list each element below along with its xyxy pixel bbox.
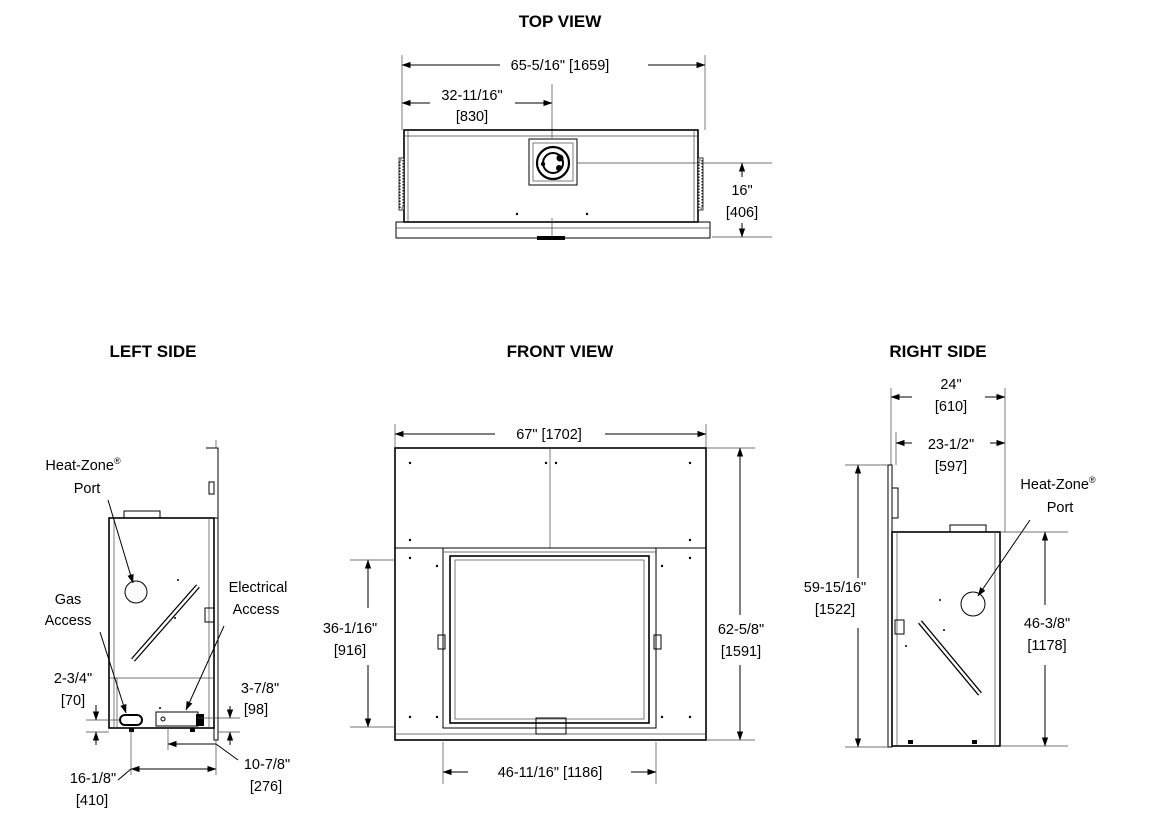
left-side-view: LEFT SIDE Heat-Zone® Port: [45, 342, 291, 809]
top-vent-collar: [528, 138, 578, 186]
front-firebox-opening: [442, 547, 657, 729]
left-elec-height-in: 3-7/8": [241, 681, 279, 697]
left-gas-label-1: Gas: [55, 592, 82, 608]
left-electrical-access-icon: [155, 711, 199, 727]
top-view-front-plate: [395, 221, 711, 239]
top-overall-width: 65-5/16" [1659]: [511, 58, 610, 74]
left-elec-offset-in: 10-7/8": [244, 757, 290, 773]
left-gas-height-in: 2-3/4": [54, 671, 92, 687]
front-opening-width: 46-11/16" [1186]: [498, 765, 603, 781]
left-elec-label-1: Electrical: [229, 580, 288, 596]
left-gas-offset-mm: [410]: [76, 793, 108, 809]
left-side-title: LEFT SIDE: [110, 342, 197, 361]
left-gas-height-mm: [70]: [61, 693, 85, 709]
left-elec-offset-mm: [276]: [250, 779, 282, 795]
left-heatzone-label-2: Port: [74, 481, 101, 497]
top-vent-icon: [535, 145, 571, 181]
right-inner-depth-mm: [597]: [935, 459, 967, 475]
left-elec-label-2: Access: [233, 602, 280, 618]
right-heatzone-label-1: Heat-Zone®: [1020, 475, 1096, 493]
right-side-body: [891, 531, 1001, 747]
right-heatzone-label-2: Port: [1047, 500, 1074, 516]
right-total-height-mm: [1522]: [815, 602, 855, 618]
front-overall-width: 67" [1702]: [516, 427, 582, 443]
right-body-height-in: 46-3/8": [1024, 616, 1070, 632]
top-depth-in: 16": [731, 183, 752, 199]
left-gas-offset-in: 16-1/8": [70, 771, 116, 787]
left-gas-access-icon: [119, 714, 143, 726]
left-side-body: [108, 517, 215, 729]
right-total-height-in: 59-15/16": [804, 580, 866, 596]
right-body-height-mm: [1178]: [1027, 638, 1066, 654]
front-view: FRONT VIEW 67" [1702]: [323, 342, 764, 784]
left-elec-height-mm: [98]: [244, 702, 268, 718]
right-side-view: RIGHT SIDE 24" [610] 23-1/2" [597]: [804, 342, 1096, 748]
right-depth-in: 24": [940, 377, 961, 393]
front-opening-height-mm: [916]: [334, 643, 366, 659]
top-half-width-in: 32-11/16": [441, 88, 502, 104]
top-view: TOP VIEW 65-5/16" [1659] 32-11/16" [830]: [395, 12, 772, 240]
right-side-title: RIGHT SIDE: [889, 342, 986, 361]
right-heatzone-port-icon: [960, 591, 986, 617]
top-view-body: [403, 129, 699, 223]
top-view-title: TOP VIEW: [519, 12, 602, 31]
left-heatzone-port-icon: [124, 580, 148, 604]
left-gas-label-2: Access: [45, 613, 92, 629]
front-overall-height-mm: [1591]: [721, 644, 761, 660]
front-overall-height-in: 62-5/8": [718, 622, 764, 638]
front-opening-height-in: 36-1/16": [323, 621, 377, 637]
top-half-width-mm: [830]: [456, 109, 488, 125]
top-depth-mm: [406]: [726, 205, 758, 221]
right-inner-depth-in: 23-1/2": [928, 437, 974, 453]
right-depth-mm: [610]: [935, 399, 967, 415]
front-outer-surround: [394, 447, 707, 741]
front-view-title: FRONT VIEW: [507, 342, 615, 361]
left-heatzone-label-1: Heat-Zone®: [45, 456, 121, 474]
